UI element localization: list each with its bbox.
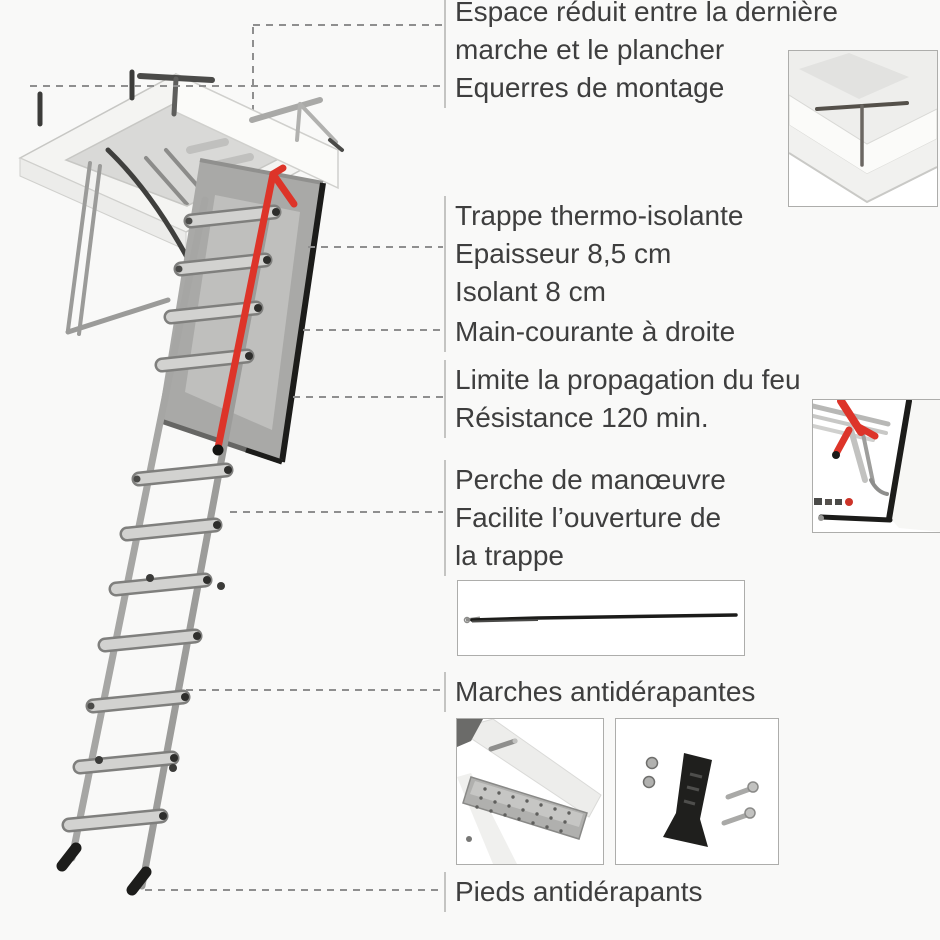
label-line: Facilite l’ouverture de — [455, 502, 722, 533]
hatch-door-fire-seal-art — [813, 400, 940, 532]
frame-corner-t-handle-photo — [788, 50, 938, 207]
label-line: Main-courante à droite — [455, 316, 736, 347]
ladder-steps — [61, 204, 282, 833]
screws — [721, 781, 759, 826]
frame-hardware — [37, 69, 344, 152]
label-espace-reduit: Espace réduit entre la dernière marche e… — [444, 0, 838, 70]
label-line: Epaisseur 8,5 cm — [455, 238, 672, 269]
label-trappe: Trappe thermo-isolante Epaisseur 8,5 cm … — [444, 196, 743, 312]
label-line: Trappe thermo-isolante — [455, 200, 744, 231]
ladder-section — [56, 196, 282, 896]
fire-seal-corner — [245, 447, 283, 465]
handrail-red — [833, 400, 879, 456]
top-handrail-tube — [249, 97, 323, 123]
label-line: Pieds antidérapants — [455, 876, 703, 907]
handrail-end-cap — [212, 444, 224, 456]
anti-slip-foot-art — [642, 753, 759, 847]
attic-loft-ladder-illustration — [18, 27, 344, 896]
frame-corner-t-handle-art — [789, 51, 937, 204]
label-marches: Marches antidérapantes — [444, 672, 755, 712]
anti-slip-step-art — [457, 719, 602, 864]
label-line: Isolant 8 cm — [455, 276, 606, 307]
handrail-bracket — [295, 102, 338, 144]
anti-slip-step-photo — [456, 718, 604, 865]
latch-hook — [328, 138, 344, 152]
operating-pole-photo — [457, 580, 745, 656]
label-line: Limite la propagation du feu — [455, 364, 801, 395]
label-main-courante: Main-courante à droite — [444, 312, 735, 352]
anti-slip-foot-right — [126, 866, 152, 896]
t-handle-stem — [171, 76, 179, 117]
operating-pole-art — [463, 613, 738, 624]
label-pieds: Pieds antidérapants — [444, 872, 703, 912]
hinge-metal — [457, 719, 483, 747]
label-line: Espace réduit entre la dernière — [455, 0, 838, 27]
label-line: marche et le plancher — [455, 34, 725, 65]
label-limite-feu: Limite la propagation du feu Résistance … — [444, 360, 801, 438]
fire-seal — [818, 400, 912, 523]
mounting-bolts — [642, 756, 659, 789]
label-line: la trappe — [455, 540, 564, 571]
perforated-tread — [462, 776, 588, 840]
hatch-door-fire-seal-photo — [812, 399, 940, 533]
pole-shaft — [470, 613, 738, 622]
label-perche: Perche de manœuvre Facilite l’ouverture … — [444, 460, 726, 576]
anti-slip-foot-photo — [615, 718, 779, 865]
pivot-pin — [488, 738, 518, 752]
anti-slip-foot-left — [56, 842, 82, 872]
label-line: Equerres de montage — [455, 72, 725, 103]
label-line: Résistance 120 min. — [455, 402, 709, 433]
brand-logo-marks — [814, 498, 853, 506]
step-end-caps — [87, 208, 280, 820]
rail-hinges — [95, 574, 225, 772]
ladder-rail-right — [138, 206, 272, 890]
label-equerres: Equerres de montage — [444, 68, 724, 108]
label-line: Marches antidérapantes — [455, 676, 756, 707]
handrail-red — [214, 164, 298, 452]
label-line: Perche de manœuvre — [455, 464, 726, 495]
door-hinge-edge — [199, 158, 324, 185]
foot-bracket — [663, 753, 712, 847]
fire-seal-edge — [279, 182, 326, 463]
